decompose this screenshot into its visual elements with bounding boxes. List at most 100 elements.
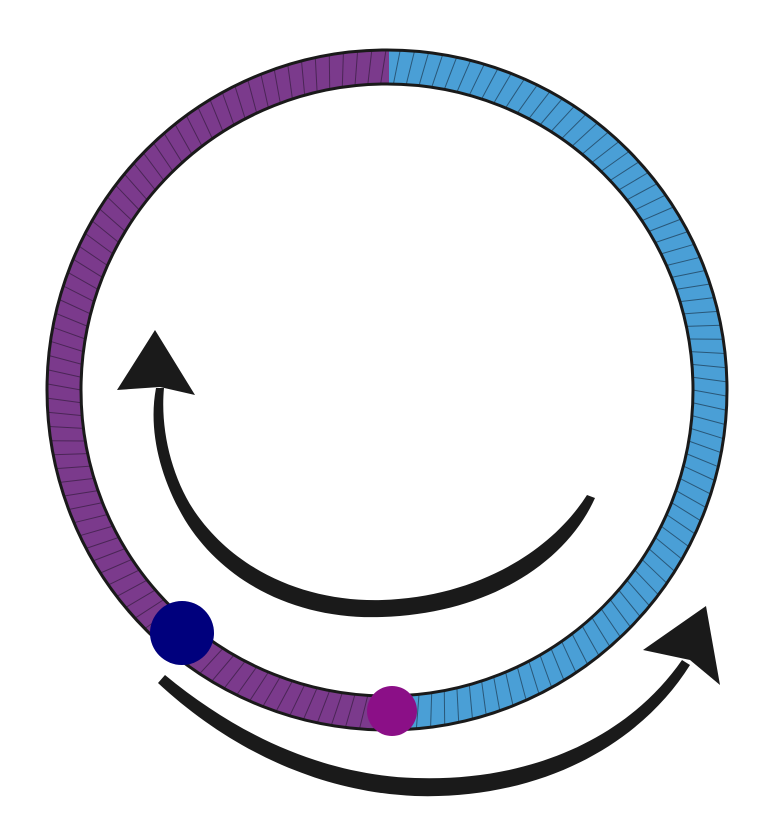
ring-stripe xyxy=(380,49,387,85)
ring-stripe xyxy=(289,684,306,717)
ring-stripe xyxy=(72,258,103,278)
ring-stripe xyxy=(236,666,258,696)
ring-stripe xyxy=(618,172,649,191)
ring-stripe xyxy=(456,687,460,723)
ring-stripe xyxy=(262,676,281,707)
ring-stripe xyxy=(539,98,563,126)
ring-stripe xyxy=(505,671,514,706)
ring-stripe xyxy=(609,161,640,181)
ring-stripe xyxy=(481,68,499,100)
ring-stripe xyxy=(686,324,721,327)
ring xyxy=(45,48,729,732)
navy-dot-marker xyxy=(150,601,214,665)
ring-stripe xyxy=(675,490,707,509)
ring-stripe xyxy=(686,453,719,468)
ring-stripes xyxy=(47,49,727,731)
ring-stripe xyxy=(634,194,666,211)
ring-stripe xyxy=(134,599,165,619)
ring-stripe xyxy=(330,692,343,726)
ring-stripe xyxy=(53,453,88,456)
ring-stripe xyxy=(125,589,156,608)
ring-stripe xyxy=(260,74,269,109)
ring-stripe xyxy=(47,397,82,404)
ring-stripe xyxy=(116,579,148,597)
ring-stripe xyxy=(59,477,95,483)
ring-stripe xyxy=(691,415,726,425)
ring-stripe xyxy=(63,490,99,497)
ring-stripe xyxy=(671,502,702,522)
ring-stripe xyxy=(223,660,246,689)
ring-blue-segment xyxy=(389,50,727,730)
ring-stripe xyxy=(142,152,165,181)
ring-stripe xyxy=(456,60,472,93)
outer-arrow-body xyxy=(158,660,690,797)
ring-stripe xyxy=(275,680,293,712)
outer-arrow-head xyxy=(643,606,720,685)
ring-stripe xyxy=(209,99,224,132)
ring-stripe xyxy=(84,232,114,255)
ring-stripe xyxy=(581,625,600,657)
ring-stripe xyxy=(418,52,430,86)
ring-stripe xyxy=(354,51,359,86)
ring-stripe xyxy=(561,641,577,673)
ring-stripe xyxy=(660,525,690,548)
ring-stripe xyxy=(539,654,553,688)
inner-arrow-head xyxy=(117,330,195,395)
ring-stripe xyxy=(683,465,715,481)
ring-stripe xyxy=(505,78,525,109)
ring-stripe xyxy=(68,502,103,510)
ring-stripe xyxy=(47,383,82,391)
outer-clockwise-arrow xyxy=(158,606,720,797)
ring-stripe xyxy=(302,687,318,720)
ring-stripe xyxy=(468,63,485,96)
ring-stripe xyxy=(234,85,246,119)
ring-stripe xyxy=(273,69,281,104)
ring-stripe xyxy=(67,271,99,290)
ring-stripe xyxy=(344,694,356,728)
ring-stripe xyxy=(301,60,306,96)
ring-stripe xyxy=(367,50,373,85)
ring-stripe xyxy=(48,426,84,429)
ring-stripe xyxy=(692,376,727,383)
ring-stripe xyxy=(415,694,420,729)
ring-stripe xyxy=(316,690,331,723)
inner-counterclockwise-arrow xyxy=(117,330,595,618)
ring-stripe xyxy=(47,369,82,378)
ring-stripe xyxy=(690,351,726,354)
ring-stripe xyxy=(671,270,706,278)
ring-stripe xyxy=(591,617,611,647)
ring-stripe xyxy=(443,57,458,90)
ring-stripe xyxy=(516,666,527,701)
ring-stripe xyxy=(600,608,621,638)
ring-stripe xyxy=(660,243,695,255)
ring-stripe xyxy=(591,141,620,163)
ring-stripe xyxy=(430,692,433,728)
ring-stripe xyxy=(481,680,487,716)
ring-stripe xyxy=(692,402,727,411)
ring-stripe xyxy=(359,695,369,730)
ring-stripe xyxy=(528,91,551,120)
ring-stripe xyxy=(516,84,538,114)
ring-stripe xyxy=(666,256,701,266)
ring-stripe xyxy=(690,427,724,440)
ring-stripe xyxy=(688,440,722,454)
ring-stripe xyxy=(626,579,650,607)
ring-stripe xyxy=(641,558,668,584)
ring-stripe xyxy=(56,465,91,470)
ring-stripe xyxy=(92,548,126,562)
ring-stripe xyxy=(115,184,140,211)
ring-stripe xyxy=(197,107,213,139)
ring-stripe xyxy=(79,525,114,537)
ring-stripe xyxy=(405,50,415,85)
ring-stripe xyxy=(571,122,598,147)
ring-stripe xyxy=(679,477,711,495)
ring-stripe xyxy=(341,52,344,88)
ring-stripe xyxy=(528,661,540,695)
ring-stripe xyxy=(99,208,126,232)
ring-stripe xyxy=(392,50,401,85)
ring-stripe xyxy=(626,183,658,201)
ring-stripe xyxy=(600,150,630,172)
ring-stripe xyxy=(106,196,133,222)
magenta-dot-marker xyxy=(367,686,417,736)
ring-stripe xyxy=(48,355,83,365)
